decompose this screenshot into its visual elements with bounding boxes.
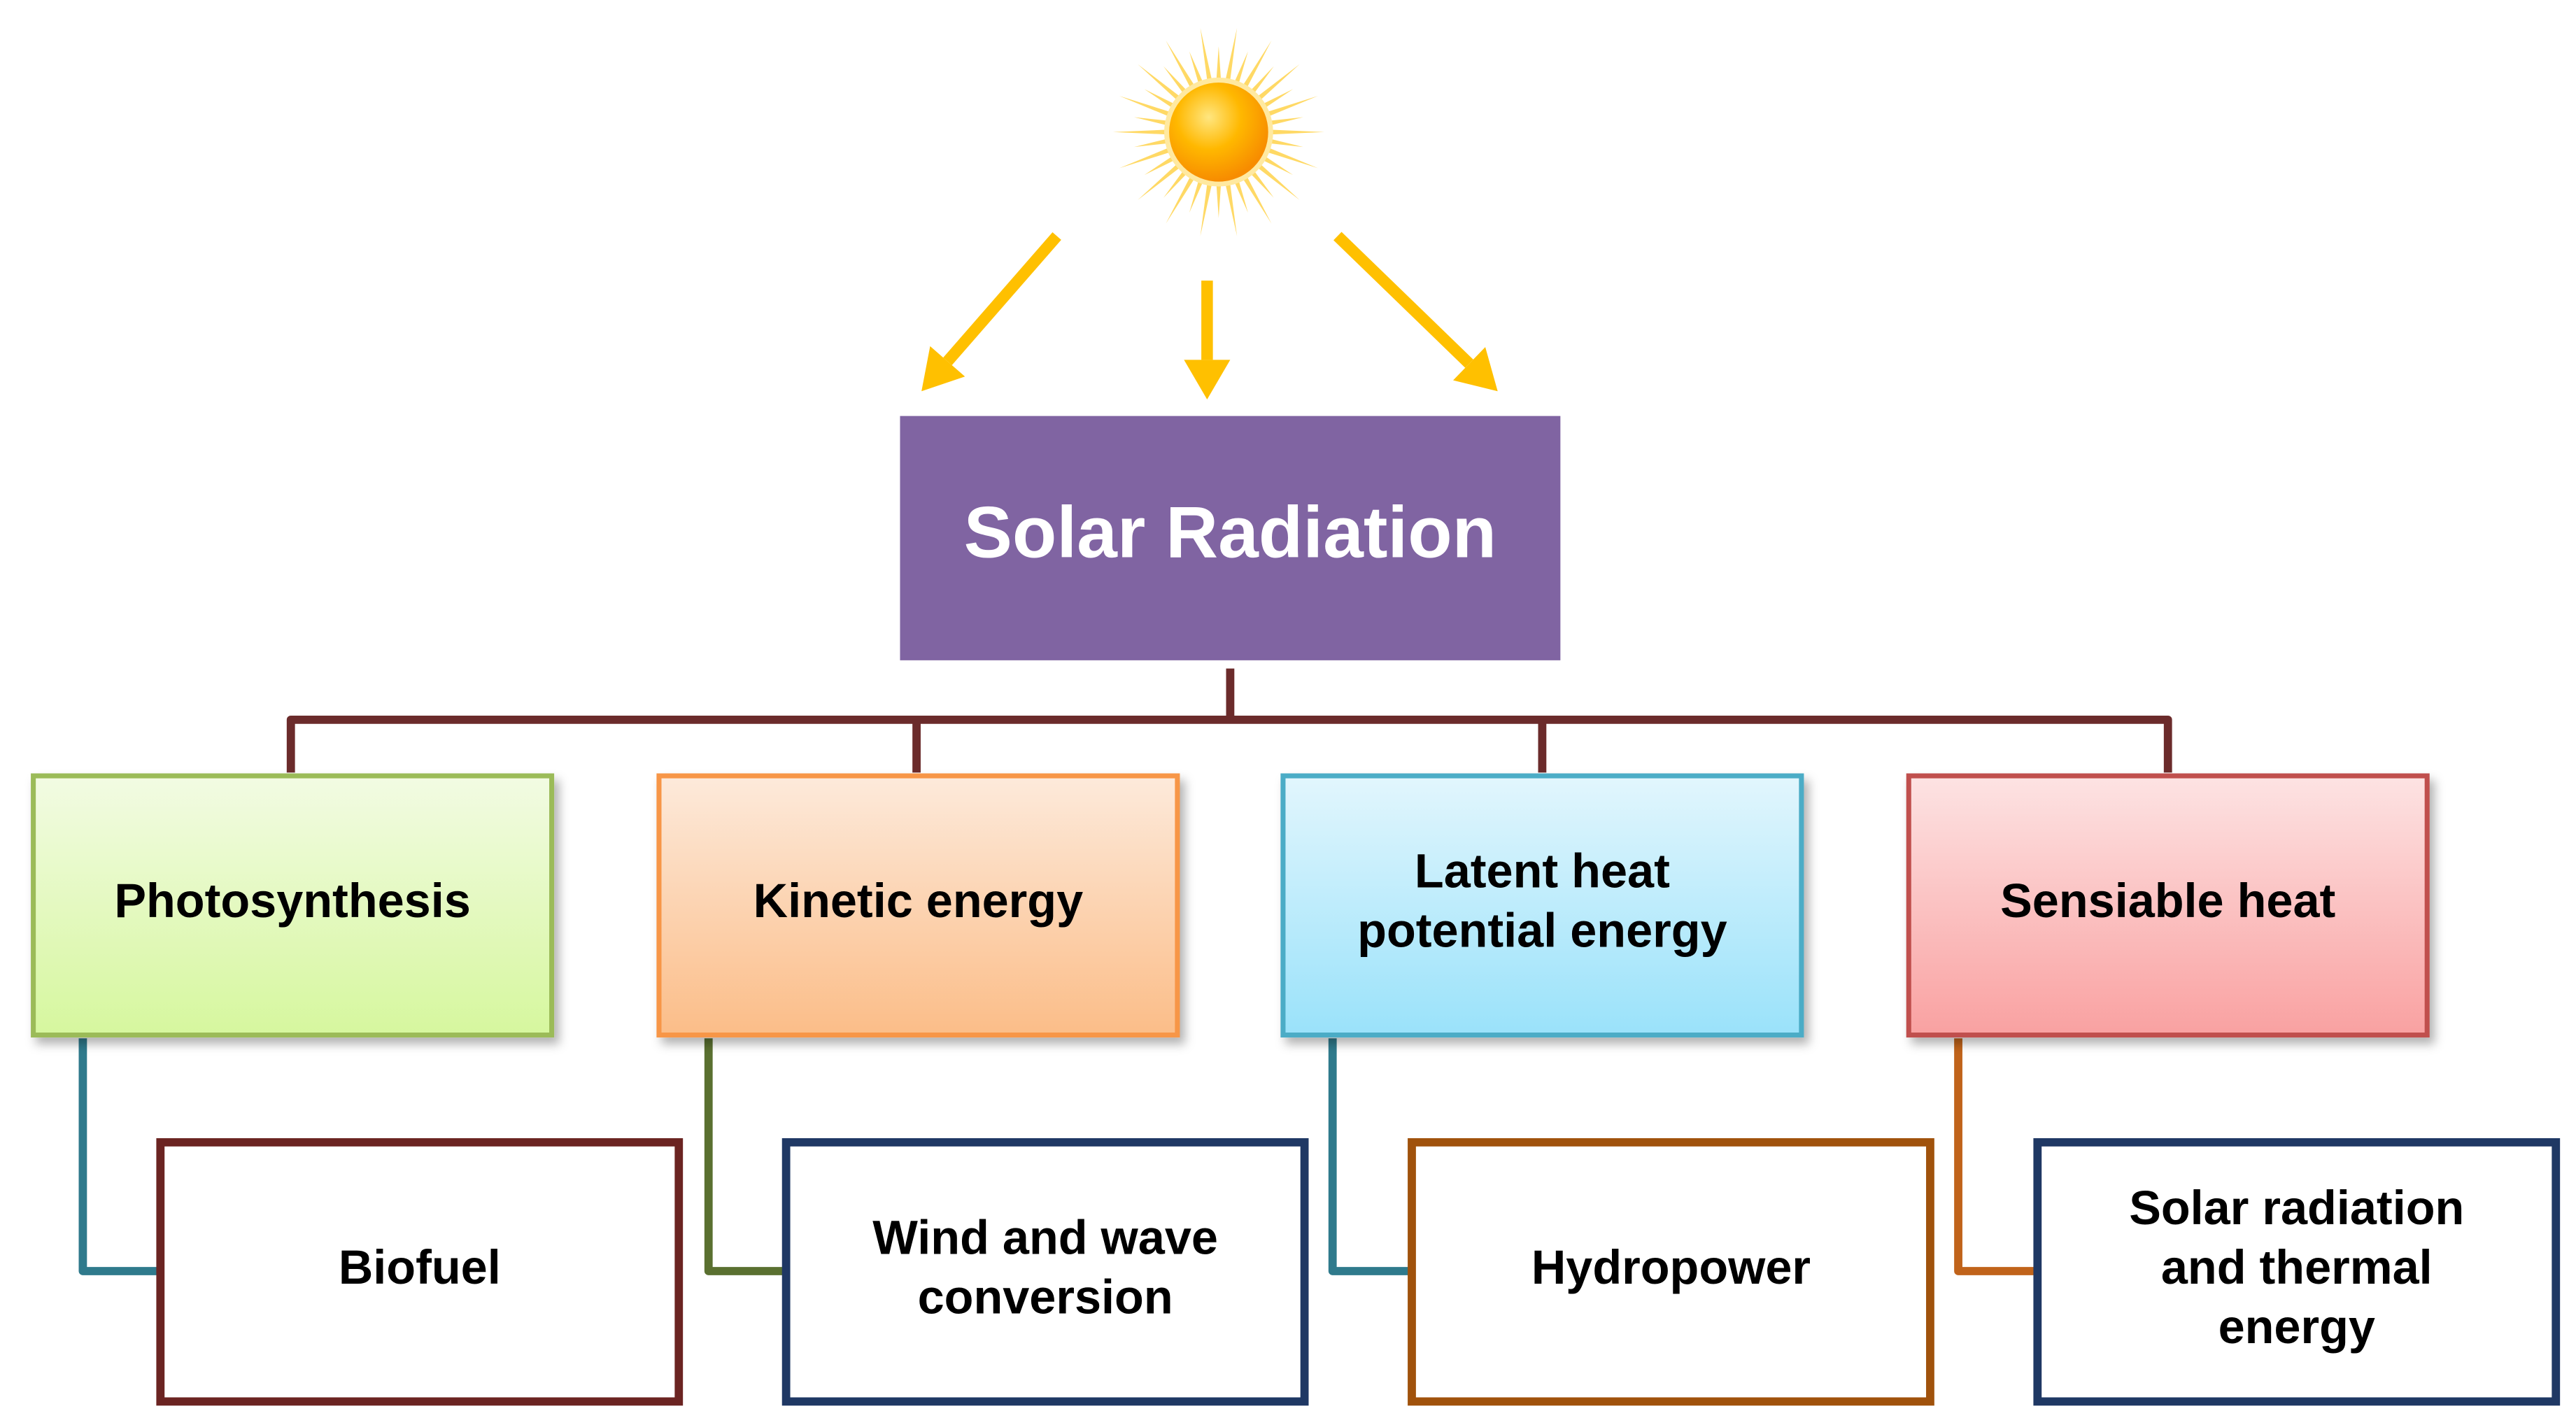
sun-ray	[1264, 96, 1318, 118]
sun-ray	[1216, 46, 1222, 83]
application-box	[156, 1138, 684, 1406]
node-label: and thermal	[2161, 1240, 2433, 1294]
application-box	[781, 1138, 1309, 1406]
category-box	[1280, 773, 1804, 1038]
sun-icon	[1112, 28, 1324, 236]
application-box	[1408, 1138, 1934, 1406]
sun-ray	[1241, 173, 1272, 224]
category-box	[31, 773, 555, 1038]
sun-ray	[1224, 28, 1238, 84]
node-label: Wind and wave	[872, 1211, 1218, 1265]
sun-ray	[1119, 96, 1173, 118]
node-label: Photosynthesis	[114, 874, 470, 928]
tree-connectors	[78, 668, 2172, 1275]
category-node: Sensiable heat	[1906, 773, 2430, 1038]
root-node: Solar Radiation	[900, 416, 1561, 660]
sun-ray	[1260, 89, 1294, 110]
category-node: Kinetic energy	[656, 773, 1180, 1038]
application-connector	[704, 1038, 786, 1275]
sun-ray	[1163, 168, 1189, 198]
sun-ray	[1248, 66, 1274, 96]
sun-ray	[1266, 138, 1303, 148]
sun-core	[1169, 82, 1268, 182]
sun-ray	[1248, 168, 1274, 198]
sun-ray	[1166, 40, 1196, 91]
application-box	[2033, 1138, 2561, 1406]
node-label: Latent heat	[1415, 844, 1670, 898]
node-label: conversion	[918, 1270, 1173, 1324]
arrow-center	[1184, 281, 1231, 400]
sun-ray	[1254, 162, 1300, 200]
sun-ray	[1134, 117, 1170, 126]
sun-ray	[1163, 66, 1189, 96]
sun-ray	[1233, 51, 1248, 87]
category-box	[1906, 773, 2430, 1038]
root-label: Solar Radiation	[964, 492, 1496, 574]
sun-ray	[1166, 173, 1196, 224]
sun-ray	[1189, 178, 1205, 213]
application-connector	[1328, 1038, 1412, 1275]
sun-ray	[1254, 64, 1300, 103]
application-connector	[78, 1038, 161, 1275]
sun-ray	[1260, 155, 1294, 176]
category-box	[656, 773, 1180, 1038]
node-label: Hydropower	[1531, 1240, 1811, 1294]
node-label: Sensiable heat	[2000, 874, 2335, 928]
node-label: energy	[2218, 1300, 2375, 1354]
sun-ray	[1112, 129, 1170, 135]
node-label: potential energy	[1357, 904, 1727, 958]
sun-ray	[1224, 180, 1238, 236]
sun-arrows	[921, 232, 1498, 400]
arrow-left	[921, 232, 1061, 392]
sun-ray	[1144, 155, 1177, 176]
branch-bar	[286, 715, 2172, 773]
sun-ray	[1134, 138, 1170, 148]
sun-ray	[1241, 40, 1272, 91]
sun-ray	[1200, 180, 1213, 236]
application-node: Biofuel	[156, 1138, 684, 1406]
node-label: Kinetic energy	[753, 874, 1084, 928]
sun-ray	[1138, 162, 1183, 200]
sun-ray	[1268, 129, 1324, 135]
sun-ray	[1189, 51, 1205, 87]
application-connector	[1954, 1038, 2038, 1275]
sun-ray	[1144, 89, 1177, 110]
sun-ray	[1266, 117, 1303, 126]
category-nodes: Photosynthesis Kinetic energy Latent heat p…	[31, 773, 2430, 1038]
sun-ray	[1138, 64, 1183, 103]
application-node: Hydropower	[1408, 1138, 1934, 1406]
category-node: Latent heat potential energy	[1280, 773, 1804, 1038]
category-node: Photosynthesis	[31, 773, 555, 1038]
sun-ray	[1119, 146, 1173, 169]
sun-ray	[1216, 181, 1222, 218]
sun-ray	[1233, 178, 1248, 213]
root-box	[900, 416, 1561, 660]
arrow-right	[1333, 232, 1498, 392]
sun-ray	[1264, 146, 1318, 169]
sun-ray	[1200, 28, 1213, 84]
node-label: Solar radiation	[2129, 1181, 2464, 1235]
node-label: Biofuel	[339, 1240, 501, 1294]
